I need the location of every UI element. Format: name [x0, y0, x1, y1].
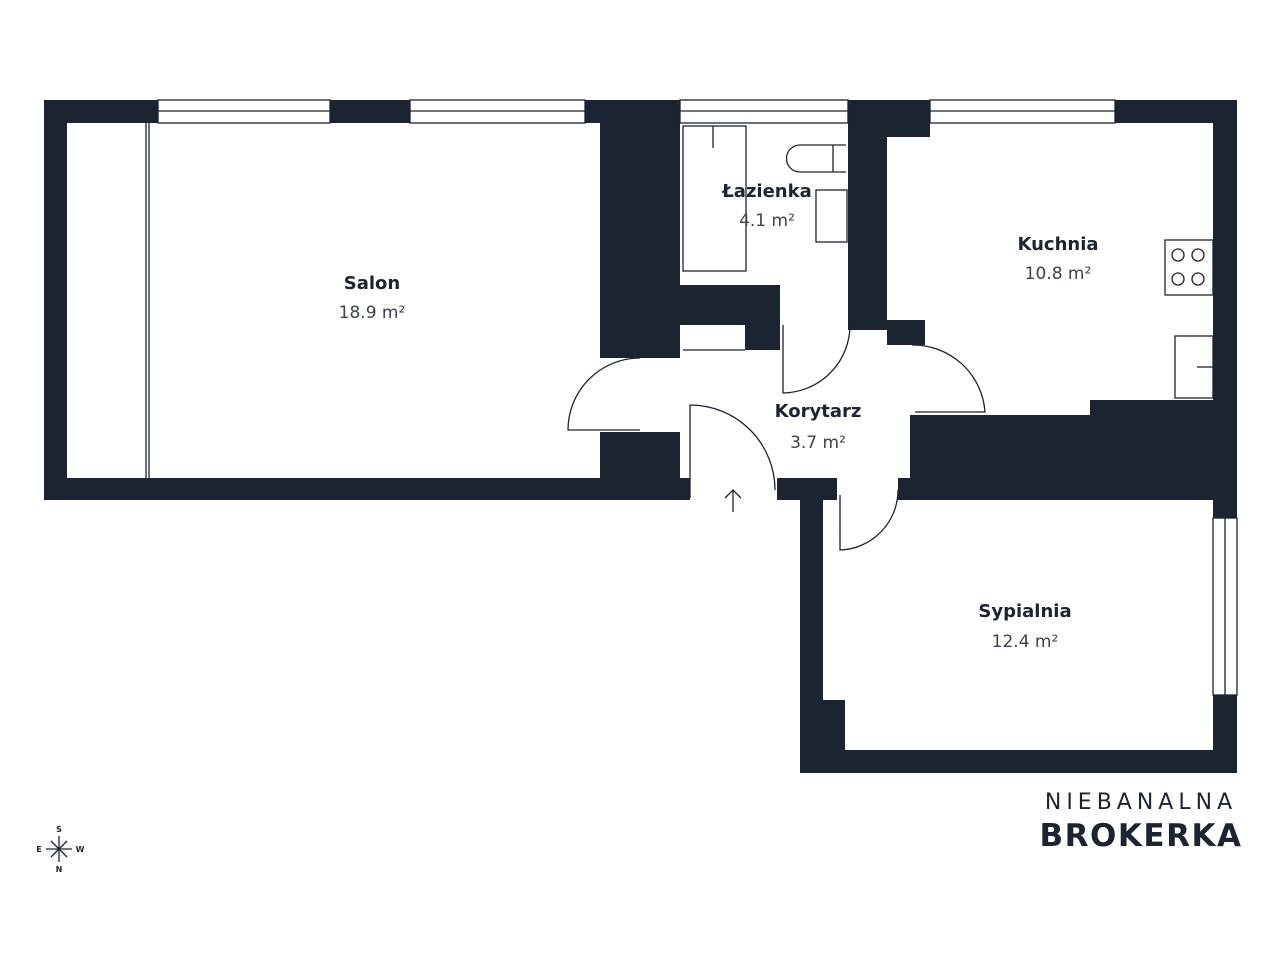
- room-area: 12.4 m²: [992, 632, 1059, 652]
- room-salon: Salon 18.9 m²: [339, 273, 406, 323]
- room-korytarz: Korytarz 3.7 m²: [775, 401, 862, 453]
- svg-text:E: E: [36, 845, 41, 854]
- fixtures: [682, 125, 1214, 399]
- room-sypialnia: Sypialnia 12.4 m²: [978, 601, 1071, 652]
- logo-line2: BROKERKA: [1039, 818, 1243, 854]
- walls: [44, 100, 1237, 773]
- logo-line1: NIEBANALNA: [1044, 790, 1238, 815]
- compass-icon: S N E W: [36, 825, 84, 874]
- toilet: [785, 144, 846, 173]
- bathtub: [682, 125, 747, 272]
- svg-text:S: S: [56, 825, 62, 834]
- room-area: 4.1 m²: [739, 211, 795, 231]
- room-kuchnia: Kuchnia 10.8 m²: [1017, 234, 1098, 284]
- room-name: Salon: [344, 273, 400, 294]
- room-area: 18.9 m²: [339, 303, 406, 323]
- stove: [1164, 239, 1214, 296]
- room-name: Sypialnia: [978, 601, 1071, 622]
- doors: [567, 324, 986, 551]
- room-area: 10.8 m²: [1025, 264, 1092, 284]
- room-lazienka: Łazienka 4.1 m²: [721, 181, 812, 231]
- room-name: Kuchnia: [1017, 234, 1098, 255]
- svg-text:N: N: [56, 865, 63, 874]
- windows: [145, 99, 1238, 696]
- entrance-arrow-icon: [724, 489, 742, 512]
- room-name: Łazienka: [721, 181, 812, 202]
- room-area: 3.7 m²: [790, 433, 846, 453]
- room-name: Korytarz: [775, 401, 862, 422]
- svg-text:W: W: [76, 845, 85, 854]
- bathroom-sink: [815, 189, 848, 243]
